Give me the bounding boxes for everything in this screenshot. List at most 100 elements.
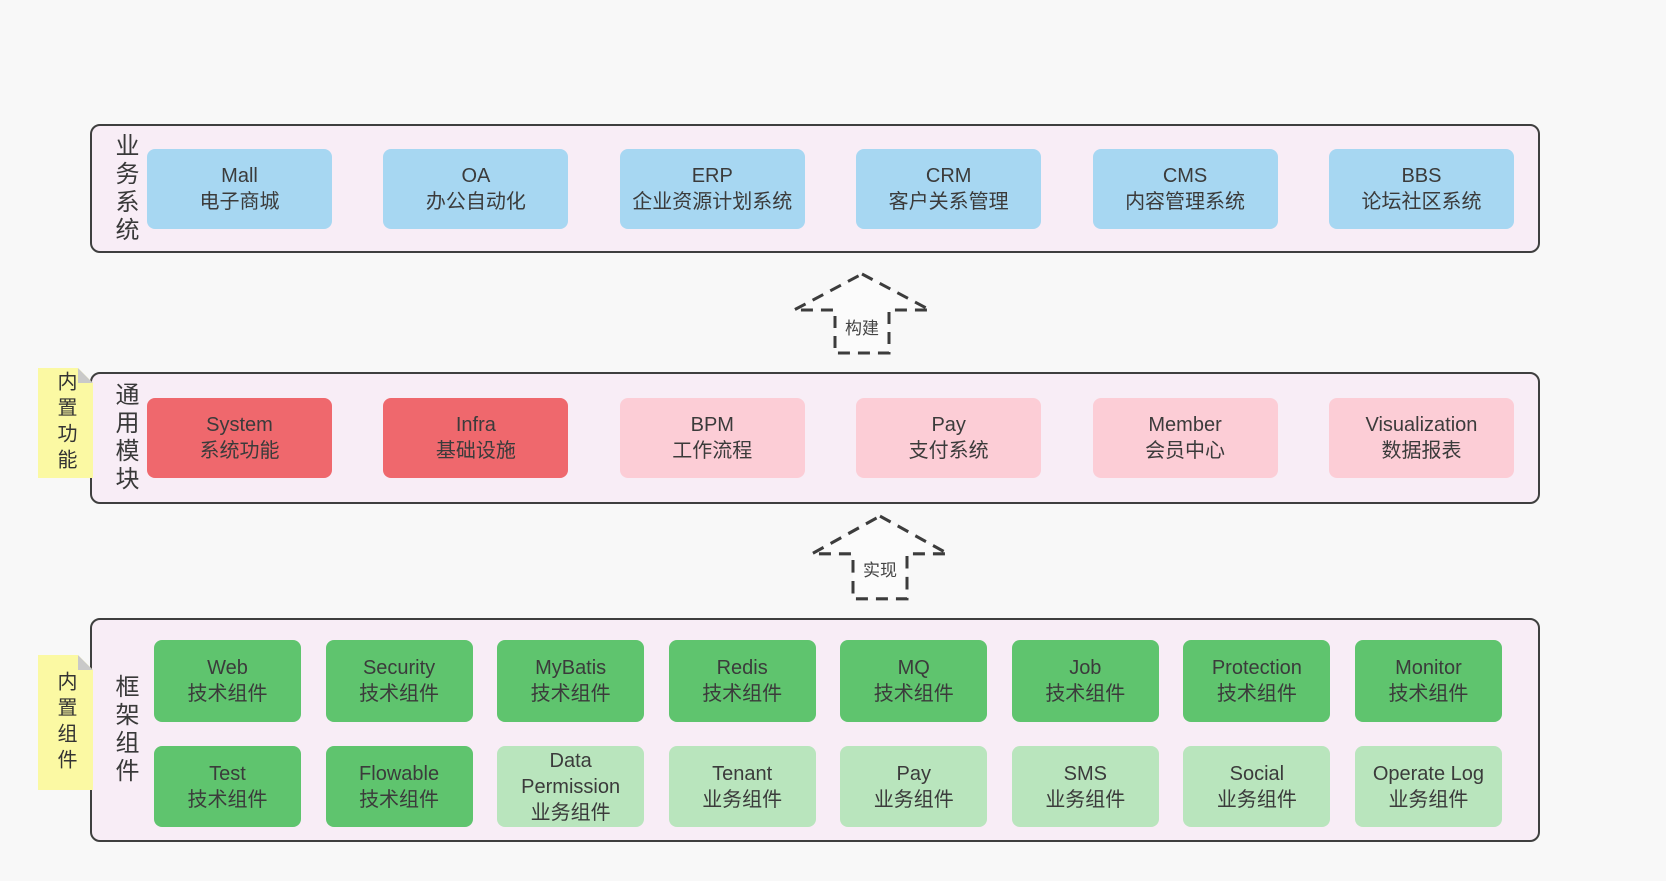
box-security: Security 技术组件	[325, 640, 473, 722]
box-title: Data Permission	[521, 749, 621, 798]
box-title: MQ	[897, 657, 930, 679]
box-mybatis: MyBatis 技术组件	[497, 640, 645, 722]
box-title: BBS	[1401, 164, 1442, 187]
box-redis: Redis 技术组件	[668, 640, 816, 722]
box-mall: Mall 电子商城	[147, 148, 332, 229]
build-arrow-label: 构建	[842, 314, 882, 339]
box-subtitle: 系统功能	[199, 440, 280, 462]
box-title: Pay	[931, 414, 966, 436]
box-subtitle: 论坛社区系统	[1361, 190, 1482, 213]
box-subtitle: 会员中心	[1145, 440, 1226, 462]
box-bpm: BPM 工作流程	[619, 398, 805, 478]
box-title: CRM	[925, 164, 972, 187]
build-arrow: 构建	[792, 272, 932, 356]
box-tenant: Tenant 业务组件	[668, 746, 816, 827]
box-member: Member 会员中心	[1092, 398, 1278, 478]
implement-arrow-label: 实现	[860, 556, 900, 581]
box-subtitle: 业务组件	[1045, 788, 1126, 811]
box-title: MyBatis	[535, 657, 607, 679]
box-title: Test	[209, 762, 246, 785]
band-label-framework-components: 框架组件	[111, 674, 138, 786]
box-title: Social	[1229, 762, 1285, 785]
box-operate-log: Operate Log 业务组件	[1354, 746, 1502, 827]
box-subtitle: 数据报表	[1381, 440, 1462, 462]
box-title: CMS	[1162, 164, 1208, 187]
box-subtitle: 技术组件	[187, 788, 268, 811]
box-title: Web	[207, 657, 248, 679]
box-subtitle: 内容管理系统	[1125, 190, 1246, 213]
box-crm: CRM 客户关系管理	[856, 148, 1042, 229]
box-title: Member	[1148, 414, 1222, 436]
box-subtitle: 技术组件	[359, 788, 440, 811]
box-subtitle: 业务组件	[702, 788, 783, 811]
box-subtitle: 技术组件	[359, 683, 440, 705]
box-title: Pay	[896, 762, 931, 785]
sticky-note-text: 内置组件	[54, 670, 76, 775]
box-subtitle: 办公自动化	[425, 190, 526, 213]
box-title: ERP	[691, 164, 733, 187]
box-title: Mall	[221, 164, 258, 187]
box-title: Monitor	[1395, 657, 1462, 679]
implement-arrow: 实现	[810, 514, 950, 602]
box-data-permission: Data Permission 业务组件	[497, 746, 645, 827]
sticky-note-text: 内置功能	[54, 371, 76, 475]
box-pay: Pay 业务组件	[840, 746, 988, 827]
box-subtitle: 业务组件	[530, 801, 611, 824]
box-subtitle: 业务组件	[873, 788, 954, 811]
box-title: Redis	[716, 657, 768, 679]
box-subtitle: 客户关系管理	[888, 190, 1009, 213]
box-system: System 系统功能	[147, 398, 332, 478]
box-pay: Pay 支付系统	[856, 398, 1042, 478]
band-common-modules: 通用模块 System 系统功能 Infra 基础设施 BPM 工作流程 Pay 支付系统 Me…	[90, 372, 1540, 504]
box-subtitle: 技术组件	[1045, 683, 1126, 705]
box-subtitle: 基础设施	[435, 440, 516, 462]
box-title: Infra	[455, 414, 496, 436]
box-protection: Protection 技术组件	[1183, 640, 1331, 722]
box-title: SMS	[1063, 762, 1107, 785]
box-title: Flowable	[359, 762, 440, 785]
box-title: System	[206, 414, 273, 436]
box-web: Web 技术组件	[154, 640, 301, 722]
sticky-note-built-in-features: 内置功能	[38, 368, 93, 478]
box-infra: Infra 基础设施	[383, 398, 569, 478]
box-cms: CMS 内容管理系统	[1092, 148, 1278, 229]
box-title: Job	[1069, 657, 1102, 679]
box-social: Social 业务组件	[1183, 746, 1331, 827]
box-title: Security	[362, 657, 436, 679]
box-title: Protection	[1211, 657, 1302, 679]
sticky-note-built-in-components: 内置组件	[38, 655, 93, 790]
box-bbs: BBS 论坛社区系统	[1328, 148, 1514, 229]
box-subtitle: 业务组件	[1216, 788, 1297, 811]
box-subtitle: 技术组件	[702, 683, 783, 705]
modules-box-row: System 系统功能 Infra 基础设施 BPM 工作流程 Pay 支付系统 Member 会…	[147, 374, 1514, 502]
box-title: BPM	[690, 414, 734, 436]
box-subtitle: 电子商城	[199, 190, 280, 213]
box-subtitle: 技术组件	[1216, 683, 1297, 705]
dashed-up-arrow-icon	[793, 272, 931, 355]
box-title: Operate Log	[1372, 762, 1485, 785]
box-subtitle: 技术组件	[873, 683, 954, 705]
box-mq: MQ 技术组件	[840, 640, 988, 722]
band-label-common-modules: 通用模块	[111, 382, 138, 494]
box-subtitle: 支付系统	[908, 440, 989, 462]
box-job: Job 技术组件	[1011, 640, 1159, 722]
box-subtitle: 工作流程	[672, 440, 753, 462]
box-title: Visualization	[1365, 414, 1478, 436]
box-flowable: Flowable 技术组件	[325, 746, 473, 827]
box-test: Test 技术组件	[154, 746, 301, 827]
box-subtitle: 业务组件	[1388, 788, 1469, 811]
box-subtitle: 企业资源计划系统	[632, 190, 793, 213]
box-subtitle: 技术组件	[530, 683, 611, 705]
box-sms: SMS 业务组件	[1011, 746, 1159, 827]
box-subtitle: 技术组件	[187, 683, 268, 705]
band-label-business-systems: 业务系统	[111, 132, 138, 245]
box-title: Tenant	[712, 762, 773, 785]
box-erp: ERP 企业资源计划系统	[619, 148, 805, 229]
